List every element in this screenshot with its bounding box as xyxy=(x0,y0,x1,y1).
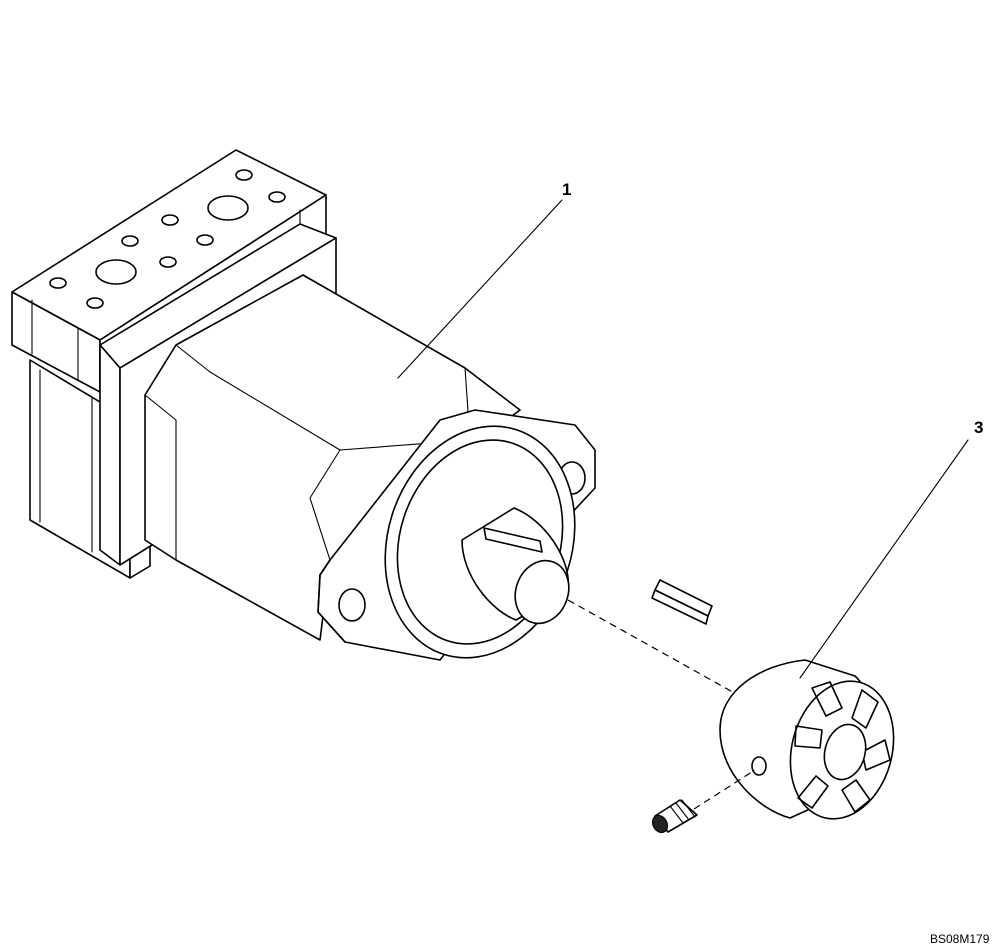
callout-1-label: 1 xyxy=(562,180,572,199)
callout-1-leader xyxy=(397,199,563,379)
callout-3-leader xyxy=(799,439,969,679)
drawing-code: BS08M179 xyxy=(930,932,990,946)
port-holes xyxy=(49,169,286,309)
set-screw xyxy=(651,799,698,834)
output-shaft xyxy=(461,507,570,625)
shaft-key xyxy=(651,579,713,625)
assembly-line-shaft xyxy=(567,599,739,696)
assembly-line-set-screw xyxy=(693,769,756,810)
callout-3-label: 3 xyxy=(974,418,984,437)
hydraulic-motor xyxy=(11,149,596,661)
coupling xyxy=(719,439,969,820)
